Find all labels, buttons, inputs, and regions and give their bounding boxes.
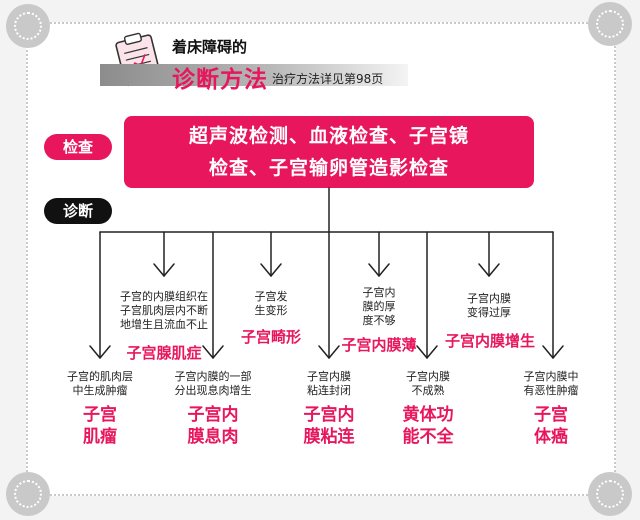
diagnosis-label: 诊断	[44, 198, 112, 224]
desc-line: 膜的厚	[362, 300, 396, 313]
desc-line: 生变形	[254, 304, 288, 317]
desc-line: 分出现息肉增生	[174, 384, 252, 397]
desc-line: 粘连封闭	[307, 384, 351, 397]
name-line: 子宫内	[303, 405, 355, 425]
name-line: 膜粘连	[303, 427, 355, 447]
upper-desc-4: 子宫内膜 变得过厚	[449, 292, 529, 320]
lower-desc-1: 子宫的肌肉层 中生成肿瘤	[52, 370, 148, 398]
corner-decoration-top-left	[6, 4, 50, 48]
upper-name-2: 子宫畸形	[240, 328, 301, 346]
lower-name-3: 子宫内 膜粘连	[286, 404, 372, 448]
desc-line: 子宫内膜中	[523, 370, 579, 383]
lower-name-4: 黄体功 能不全	[385, 404, 471, 448]
desc-line: 子宫内膜	[467, 292, 511, 305]
lower-name-5: 子宫 体癌	[508, 404, 594, 448]
upper-desc-1: 子宫的内膜组织在 子宫肌肉层内不断 地增生且流血不止	[114, 290, 214, 332]
upper-desc-2: 子宫发 生变形	[241, 290, 301, 318]
desc-line: 子宫肌肉层内不断	[120, 304, 208, 317]
corner-decoration-top-right	[588, 2, 632, 46]
exam-line-2: 检查、子宫输卵管造影检查	[208, 157, 449, 179]
upper-name-1: 子宫腺肌症	[126, 344, 202, 362]
desc-line: 不成熟	[411, 384, 445, 397]
desc-line: 子宫内	[362, 286, 396, 299]
name-line: 子宫	[534, 405, 568, 425]
name-line: 体癌	[534, 427, 568, 447]
corner-decoration-bottom-right	[588, 472, 632, 516]
desc-line: 子宫发	[254, 290, 288, 303]
corner-decoration-bottom-left	[6, 472, 50, 516]
exam-line-1: 超声波检测、血液检查、子宫镜	[188, 125, 469, 147]
desc-line: 子宫的内膜组织在	[120, 290, 208, 303]
upper-desc-3: 子宫内 膜的厚 度不够	[344, 286, 414, 328]
desc-line: 度不够	[362, 314, 396, 327]
name-line: 能不全	[402, 427, 454, 447]
desc-line: 子宫内膜	[406, 370, 450, 383]
exam-label: 检查	[44, 134, 112, 160]
desc-line: 子宫的肌肉层	[67, 370, 133, 383]
reference-note: 治疗方法详见第98页	[272, 72, 384, 86]
title-top: 着床障碍的	[172, 38, 248, 56]
title-band	[100, 64, 408, 86]
lower-desc-3: 子宫内膜 粘连封闭	[289, 370, 369, 398]
name-line: 子宫	[83, 405, 117, 425]
lower-name-2: 子宫内 膜息肉	[170, 404, 256, 448]
content-frame	[26, 22, 616, 496]
lower-desc-4: 子宫内膜 不成熟	[393, 370, 463, 398]
lower-desc-5: 子宫内膜中 有恶性肿瘤	[506, 370, 596, 398]
exam-box: 超声波检测、血液检查、子宫镜 检查、子宫输卵管造影检查	[124, 116, 534, 188]
desc-line: 地增生且流血不止	[120, 318, 208, 331]
desc-line: 子宫内膜的一部	[174, 370, 252, 383]
page-title: 诊断方法	[172, 67, 268, 93]
desc-line: 有恶性肿瘤	[523, 384, 579, 397]
desc-line: 变得过厚	[467, 306, 511, 319]
lower-desc-2: 子宫内膜的一部 分出现息肉增生	[160, 370, 266, 398]
name-line: 子宫内	[187, 405, 239, 425]
name-line: 膜息肉	[187, 427, 239, 447]
lower-name-1: 子宫 肌瘤	[52, 404, 148, 448]
name-line: 肌瘤	[83, 427, 117, 447]
name-line: 黄体功	[402, 405, 454, 425]
upper-name-4: 子宫内膜增生	[444, 332, 535, 350]
upper-name-3: 子宫内膜薄	[341, 336, 417, 354]
desc-line: 中生成肿瘤	[72, 384, 128, 397]
desc-line: 子宫内膜	[307, 370, 351, 383]
